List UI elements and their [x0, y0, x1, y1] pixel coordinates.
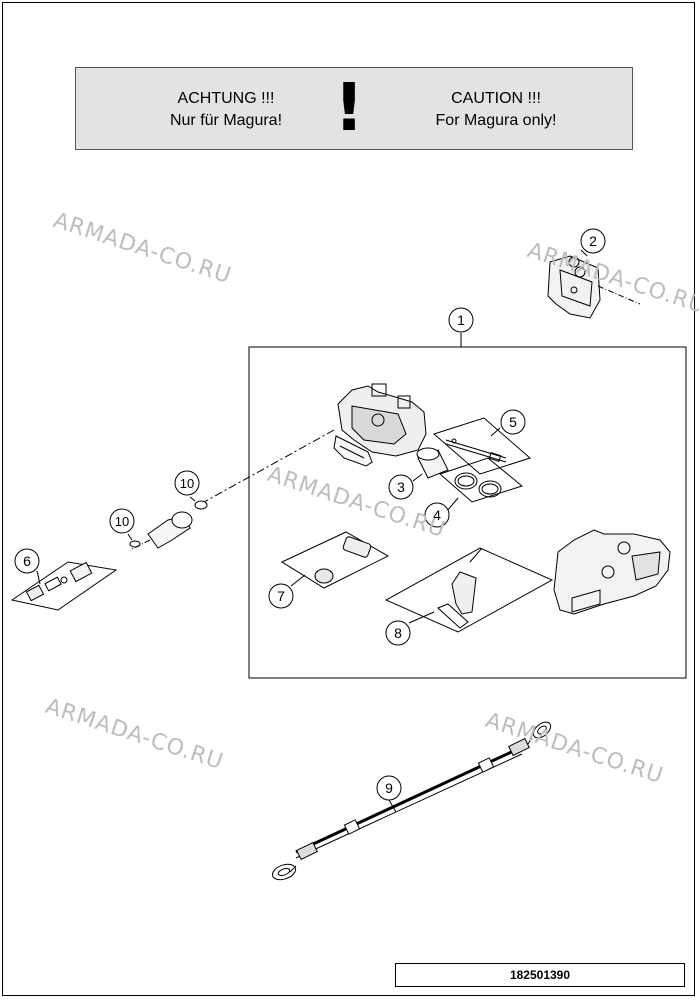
exclamation-icon: !	[334, 69, 365, 146]
adapter-bracket	[547, 249, 641, 319]
callout-3-label: 3	[397, 479, 405, 495]
seal-kit	[439, 457, 524, 503]
caliper-carrier	[553, 529, 671, 615]
callout-8: 8	[385, 620, 411, 646]
leader-3	[412, 473, 423, 482]
callout-8-label: 8	[394, 625, 402, 641]
callout-6: 6	[14, 548, 40, 574]
callout-3: 3	[388, 474, 414, 500]
leader-10a	[189, 496, 196, 502]
leader-6	[36, 570, 41, 585]
callout-4-label: 4	[433, 507, 441, 523]
pad-pin-set	[433, 417, 531, 475]
callout-1: 1	[448, 307, 474, 333]
brake-pad-set	[384, 547, 554, 633]
warning-english: CAUTION !!! For Magura only!	[396, 88, 596, 132]
leader-4	[446, 497, 459, 512]
bleed-screw-set	[280, 531, 390, 589]
leader-5	[490, 427, 501, 437]
warning-english-title: CAUTION !!!	[451, 90, 541, 107]
callout-5-label: 5	[509, 414, 517, 430]
leader-9	[388, 799, 397, 813]
warning-german-title: ACHTUNG !!!	[177, 90, 275, 107]
callout-1-label: 1	[457, 312, 465, 328]
kit-box	[248, 346, 687, 679]
callout-5: 5	[500, 409, 526, 435]
bleed-valve-set	[10, 561, 118, 611]
warning-german-text: Nur für Magura!	[169, 112, 283, 129]
callout-7-label: 7	[277, 588, 285, 604]
callout-10-lower-label: 10	[115, 514, 129, 529]
callout-9: 9	[376, 775, 402, 801]
leader-8	[408, 611, 435, 624]
leader-10b	[127, 533, 133, 541]
callout-10-upper: 10	[174, 470, 200, 496]
leader-7	[290, 574, 306, 587]
callout-10-lower: 10	[109, 508, 135, 534]
piston	[416, 447, 449, 479]
callout-6-label: 6	[23, 553, 31, 569]
callout-2-label: 2	[589, 233, 597, 249]
warning-german: ACHTUNG !!! Nur für Magura!	[126, 88, 326, 132]
banjo-fitting	[129, 500, 208, 551]
warning-english-text: For Magura only!	[435, 112, 557, 129]
callout-7: 7	[268, 583, 294, 609]
callout-2: 2	[580, 228, 606, 254]
drawing-number: 182501390	[395, 963, 685, 987]
brake-line	[271, 721, 552, 881]
warning-banner: ACHTUNG !!! Nur für Magura! ! CAUTION !!…	[75, 67, 633, 150]
callout-10-upper-label: 10	[180, 476, 194, 491]
callout-9-label: 9	[385, 780, 393, 796]
brake-caliper	[203, 383, 427, 503]
callout-4: 4	[424, 502, 450, 528]
